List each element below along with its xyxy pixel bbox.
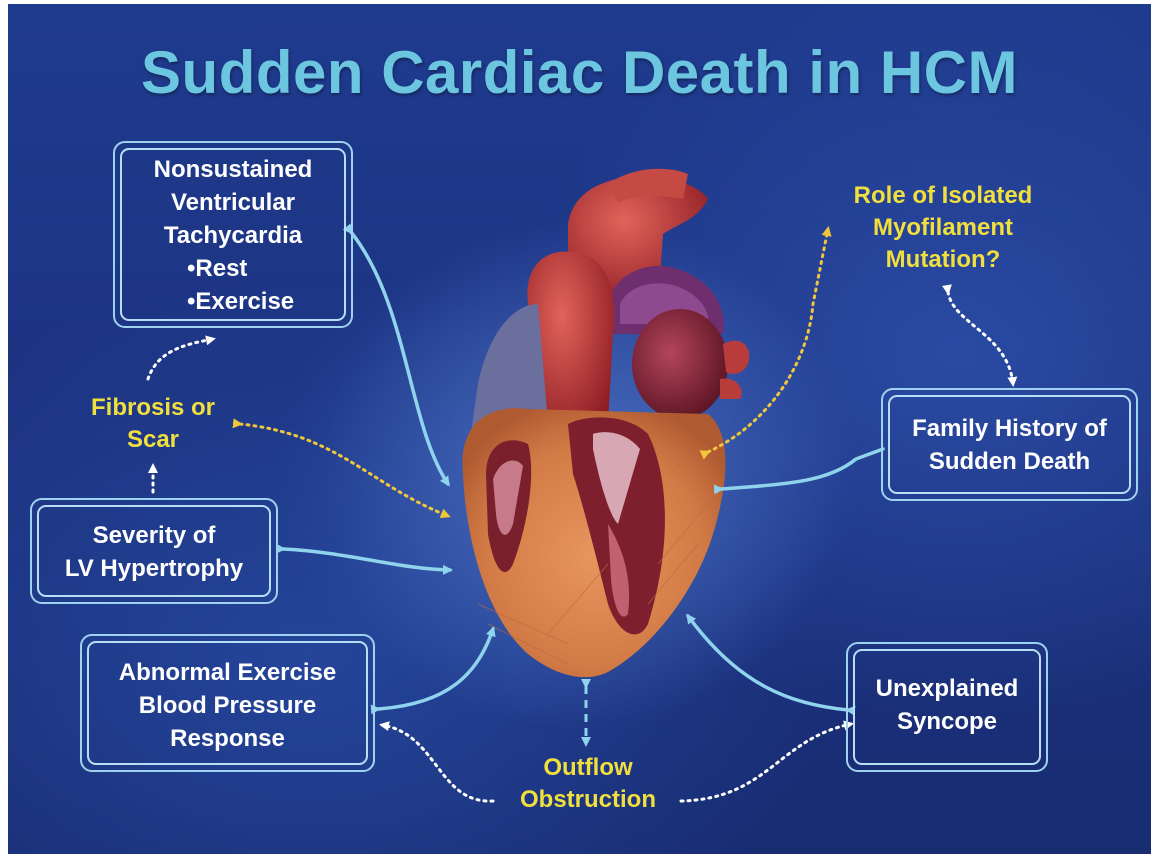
nsvt-bullet-exercise: •Exercise [115, 285, 351, 318]
lvh-line-1: Severity of [32, 519, 276, 552]
fibrosis-nsvt-arrow [148, 339, 213, 379]
myofilament-line-1: Role of Isolated [823, 180, 1063, 212]
nsvt-line-3: Tachycardia [115, 219, 351, 252]
bp-line-1: Abnormal Exercise [82, 656, 373, 689]
myofilament-line-2: Myofilament [823, 212, 1063, 244]
bp-line-2: Blood Pressure [82, 689, 373, 722]
syncope-line-2: Syncope [848, 705, 1046, 738]
myofilament-line-3: Mutation? [823, 244, 1063, 276]
myofilament-label: Role of Isolated Myofilament Mutation? [823, 180, 1063, 276]
nsvt-line-1: Nonsustained [115, 153, 351, 186]
nsvt-line-2: Ventricular [115, 186, 351, 219]
fibrosis-line-1: Fibrosis or [63, 392, 243, 424]
syncope-box: Unexplained Syncope [846, 642, 1048, 772]
nsvt-bullet-rest: •Rest [115, 252, 351, 285]
bp-line-3: Response [82, 722, 373, 755]
outflow-line-1: Outflow [488, 752, 688, 784]
syncope-line-1: Unexplained [848, 672, 1046, 705]
family-history-box: Family History of Sudden Death [881, 388, 1138, 501]
outflow-label: Outflow Obstruction [488, 752, 688, 816]
family-line-2: Sudden Death [883, 445, 1136, 478]
slide: Sudden Cardiac Death in HCM [8, 4, 1151, 854]
lvh-line-2: LV Hypertrophy [32, 552, 276, 585]
fibrosis-label: Fibrosis or Scar [63, 392, 243, 456]
bp-box: Abnormal Exercise Blood Pressure Respons… [80, 634, 375, 772]
nsvt-box: Nonsustained Ventricular Tachycardia •Re… [113, 141, 353, 328]
outflow-syncope-arrow [681, 724, 851, 801]
outflow-bp-arrow [382, 725, 493, 801]
outflow-line-2: Obstruction [488, 784, 688, 816]
family-line-1: Family History of [883, 412, 1136, 445]
lvh-box: Severity of LV Hypertrophy [30, 498, 278, 604]
myofilament-family-arrow [948, 292, 1013, 384]
fibrosis-line-2: Scar [63, 424, 243, 456]
